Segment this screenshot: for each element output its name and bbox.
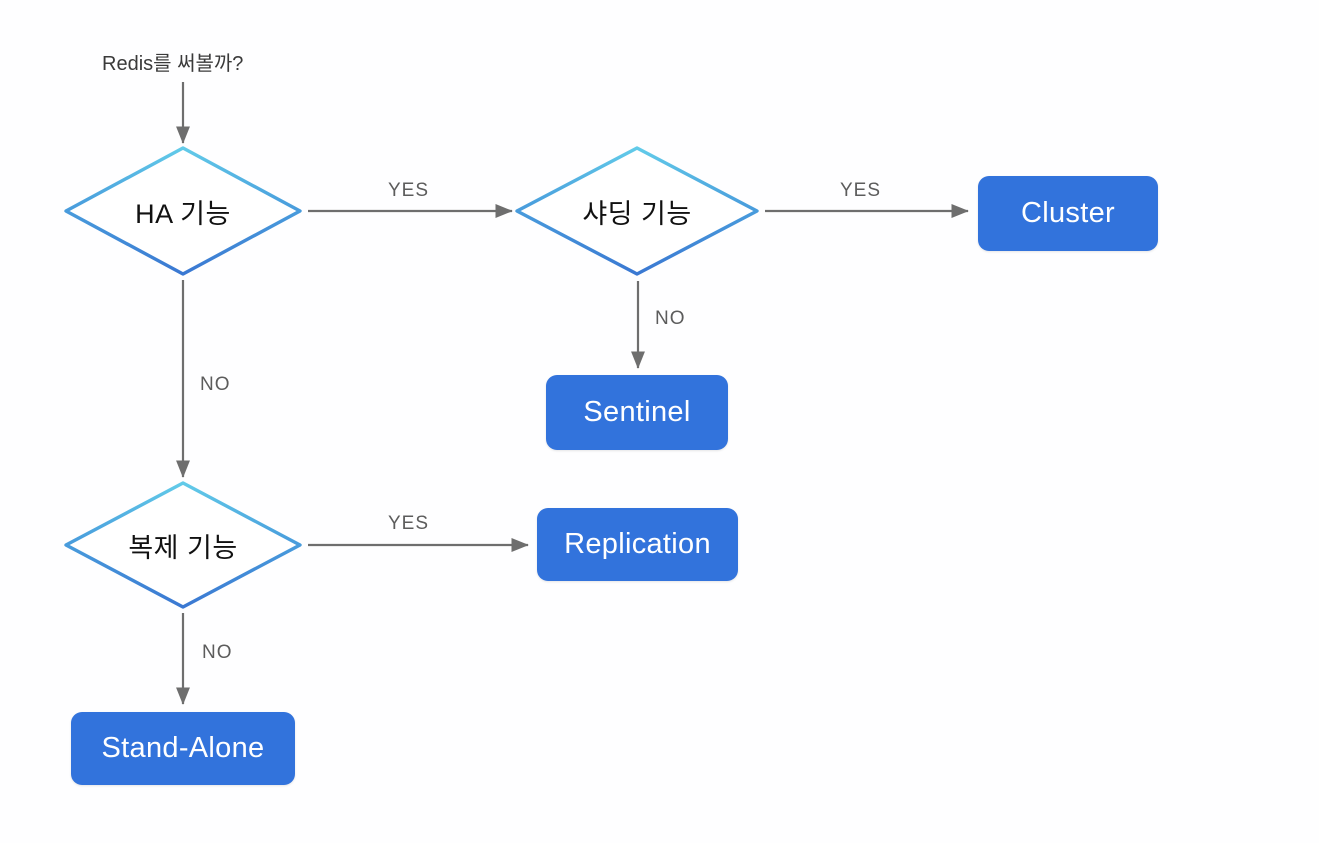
terminal-cluster[interactable]: Cluster bbox=[978, 176, 1158, 251]
decision-ha-shape[interactable] bbox=[64, 146, 302, 276]
edge-label-sharding-yes: YES bbox=[840, 180, 882, 201]
edge-label-sharding-no: NO bbox=[655, 308, 686, 329]
terminal-cluster-label: Cluster bbox=[1021, 197, 1115, 229]
edge-label-ha-yes: YES bbox=[388, 180, 430, 201]
terminal-standalone-label: Stand-Alone bbox=[101, 732, 265, 764]
terminal-replication[interactable]: Replication bbox=[537, 508, 738, 581]
decision-sharding-shape[interactable] bbox=[515, 146, 759, 276]
terminal-standalone[interactable]: Stand-Alone bbox=[71, 712, 295, 785]
start-label: Redis를 써볼까? bbox=[102, 53, 244, 75]
terminal-replication-label: Replication bbox=[564, 528, 711, 560]
terminal-sentinel-label: Sentinel bbox=[583, 396, 691, 428]
terminal-sentinel[interactable]: Sentinel bbox=[546, 375, 728, 450]
edge-label-replication-yes: YES bbox=[388, 513, 430, 534]
decision-replication-shape[interactable] bbox=[64, 481, 302, 609]
edge-label-replication-no: NO bbox=[202, 642, 233, 663]
edge-label-ha-no: NO bbox=[200, 374, 231, 395]
